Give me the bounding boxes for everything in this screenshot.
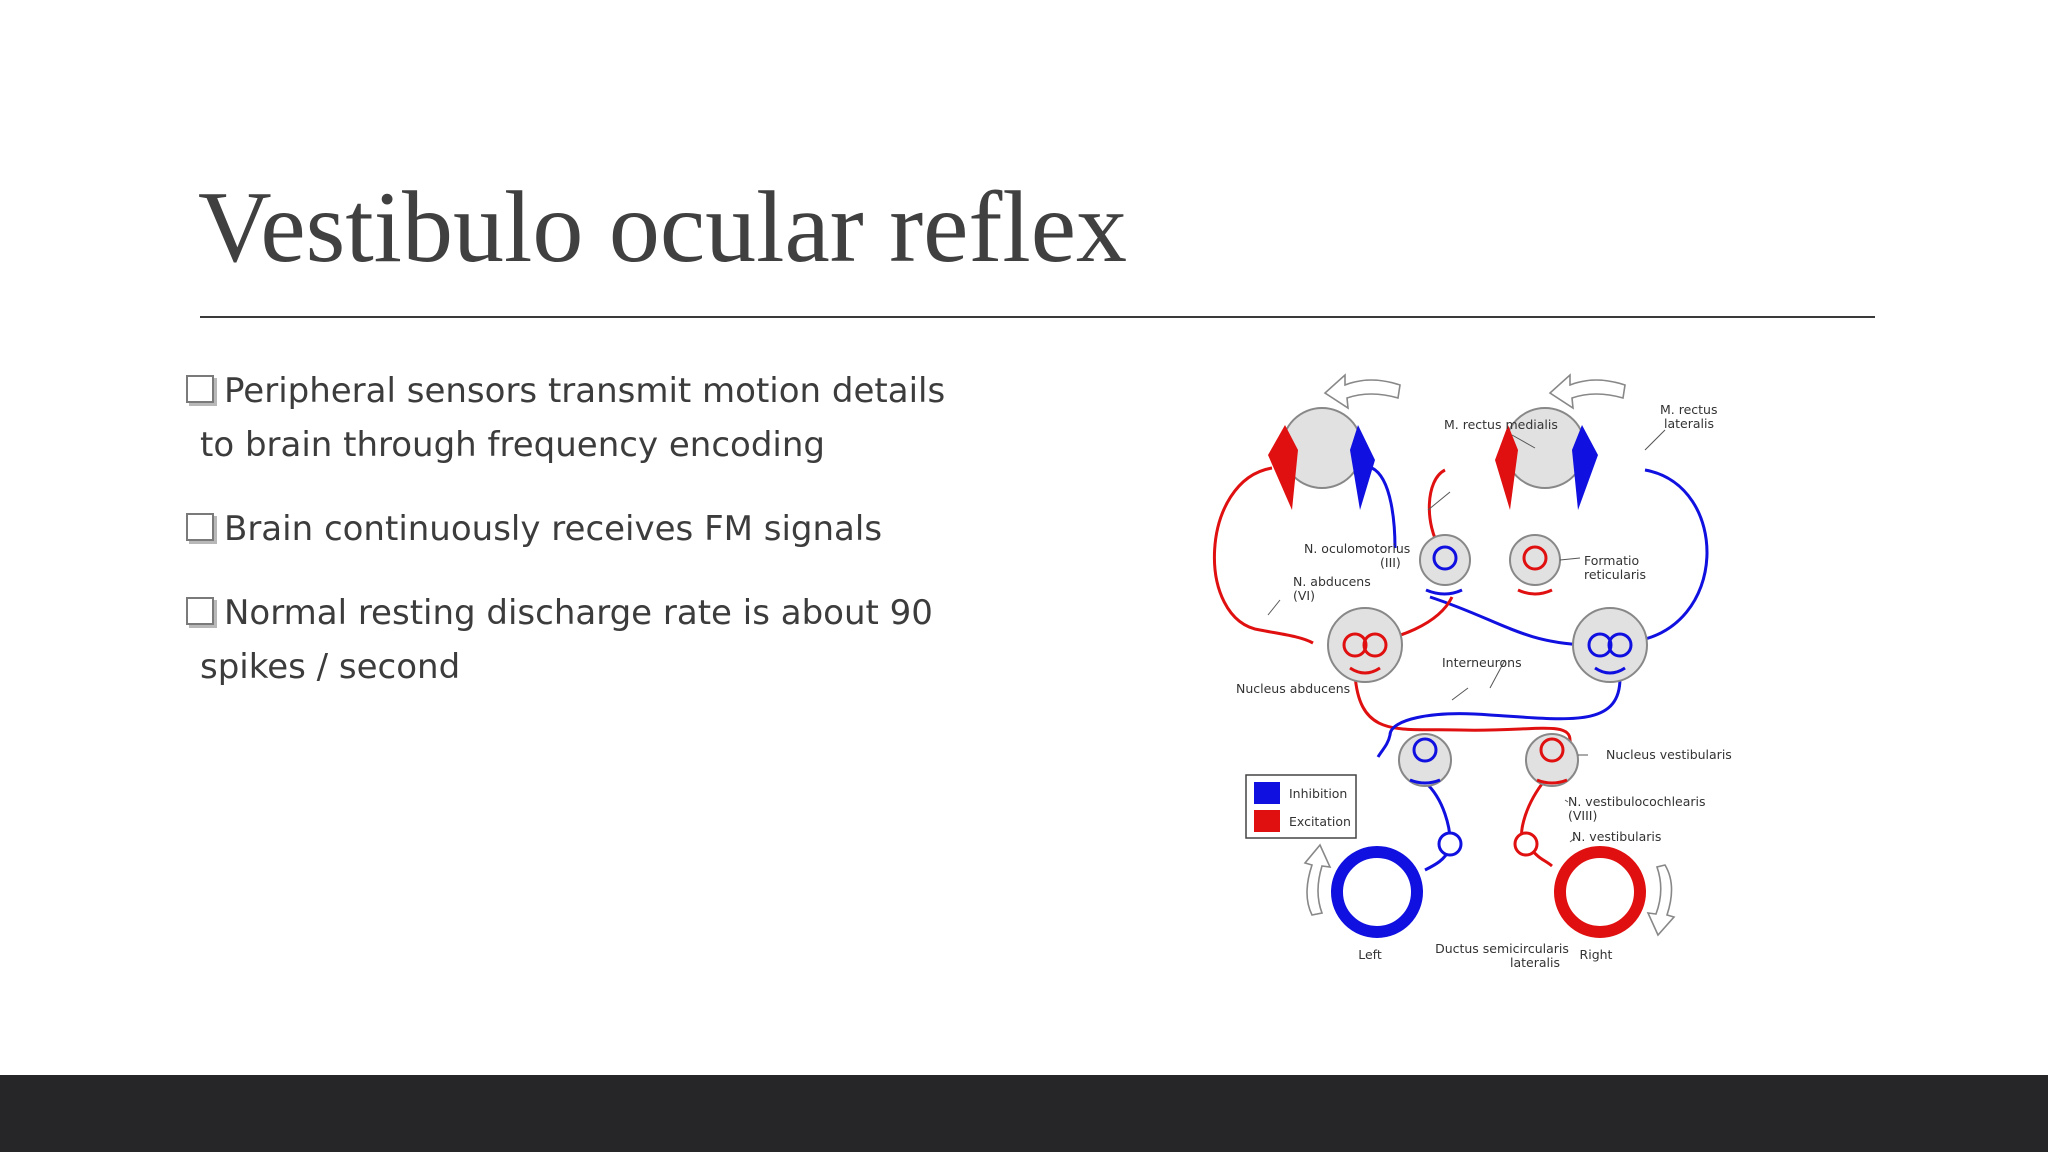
ductus-semicircularis-right <box>1554 846 1646 938</box>
neuron-inhibition <box>1587 632 1613 658</box>
legend-swatch-excitation <box>1254 810 1280 832</box>
label-rectus-lateralis: M. rectus <box>1660 402 1718 417</box>
label-nucleus-vestibularis: Nucleus vestibularis <box>1606 747 1732 762</box>
bullet-list: Peripheral sensors transmit motion detai… <box>186 364 976 724</box>
neuron-inhibition <box>1412 737 1438 763</box>
nerve-path-excitation <box>1212 466 1314 645</box>
label-vestibulocochlearis: N. vestibulocochlearis <box>1568 794 1706 809</box>
ductus-semicircularis-left <box>1331 846 1423 938</box>
label-left: Left <box>1358 947 1382 962</box>
label-ductus: lateralis <box>1510 955 1560 970</box>
right-eye-muscle-excitation <box>1495 425 1518 510</box>
legend-label: Excitation <box>1289 814 1351 829</box>
nerve-path-inhibition <box>1371 466 1397 549</box>
label-oculomotorius: N. oculomotorius <box>1304 541 1410 556</box>
neuron-inhibition <box>1432 545 1458 571</box>
label-vestibulocochlearis: (VIII) <box>1568 808 1597 823</box>
bullet-text-line: Brain continuously receives FM signals <box>224 509 883 549</box>
neuron-excitation <box>1342 632 1368 658</box>
nucleus-formatio <box>1509 534 1561 586</box>
label-rectus-medialis: M. rectus medialis <box>1444 417 1558 432</box>
left-eye-muscle-inhibition <box>1350 425 1375 510</box>
rotation-arrow-icon <box>1303 843 1332 916</box>
label-ductus: Ductus semicircularis <box>1435 941 1569 956</box>
rotation-arrow-icon <box>1548 373 1626 410</box>
label-abducens: N. abducens <box>1293 574 1371 589</box>
label-oculomotorius: (III) <box>1380 555 1401 570</box>
nucleus-oculomotorius <box>1419 534 1471 586</box>
nerve-path-inhibition <box>1423 780 1452 841</box>
right-eye-muscle-inhibition <box>1572 425 1598 510</box>
legend-swatch-inhibition <box>1254 782 1280 804</box>
legend-label: Inhibition <box>1289 786 1347 801</box>
bullet-item: Brain continuously receives FM signals <box>186 502 976 556</box>
label-vestibularis: N. vestibularis <box>1572 829 1661 844</box>
slide-title: Vestibulo ocular reflex <box>198 171 1128 284</box>
nerve-path-inhibition <box>1429 595 1586 647</box>
neuron-excitation <box>1362 632 1388 658</box>
bullet-text-line: Peripheral sensors transmit motion detai… <box>224 371 946 411</box>
label-rectus-lateralis: lateralis <box>1664 416 1714 431</box>
synapse-inhibition <box>1425 588 1463 596</box>
neuron-inhibition <box>1607 632 1633 658</box>
synapse-excitation <box>1517 588 1553 596</box>
rotation-arrow-icon <box>1646 864 1676 937</box>
neuron-excitation <box>1522 545 1548 571</box>
bullet-text-line: Normal resting discharge rate is about 9… <box>224 593 933 633</box>
bullet-item: Peripheral sensors transmit motion detai… <box>186 364 976 472</box>
label-right: Right <box>1580 947 1613 962</box>
bullet-text-line: to brain through frequency encoding <box>200 425 825 465</box>
vor-diagram: Inhibition Excitation M. rectus medialis… <box>1212 373 1732 970</box>
label-formatio: reticularis <box>1584 567 1646 582</box>
checkbox-bullet-icon <box>186 513 214 541</box>
nerve-path-excitation <box>1520 779 1547 841</box>
ganglion-neuron-excitation <box>1513 831 1539 857</box>
title-divider <box>200 316 1875 318</box>
synapse-excitation <box>1349 666 1381 675</box>
bullet-item: Normal resting discharge rate is about 9… <box>186 586 976 694</box>
synapse-inhibition <box>1594 666 1626 675</box>
label-abducens: (VI) <box>1293 588 1315 603</box>
synapse-inhibition <box>1409 778 1441 785</box>
left-eye-muscle-excitation <box>1268 425 1298 510</box>
checkbox-bullet-icon <box>186 375 214 403</box>
ganglion-neuron-inhibition <box>1437 831 1463 857</box>
footer-bar <box>0 1075 2048 1152</box>
leader-lines <box>1267 429 1666 843</box>
bullet-text-line: spikes / second <box>200 647 461 687</box>
label-nucleus-abducens: Nucleus abducens <box>1236 681 1350 696</box>
nerve-path-inhibition <box>1376 677 1622 758</box>
checkbox-bullet-icon <box>186 597 214 625</box>
label-interneurons: Interneurons <box>1442 655 1522 670</box>
label-formatio: Formatio <box>1584 553 1639 568</box>
neuron-excitation <box>1539 737 1565 763</box>
synapse-excitation <box>1536 778 1568 785</box>
rotation-arrow-icon <box>1323 373 1401 410</box>
